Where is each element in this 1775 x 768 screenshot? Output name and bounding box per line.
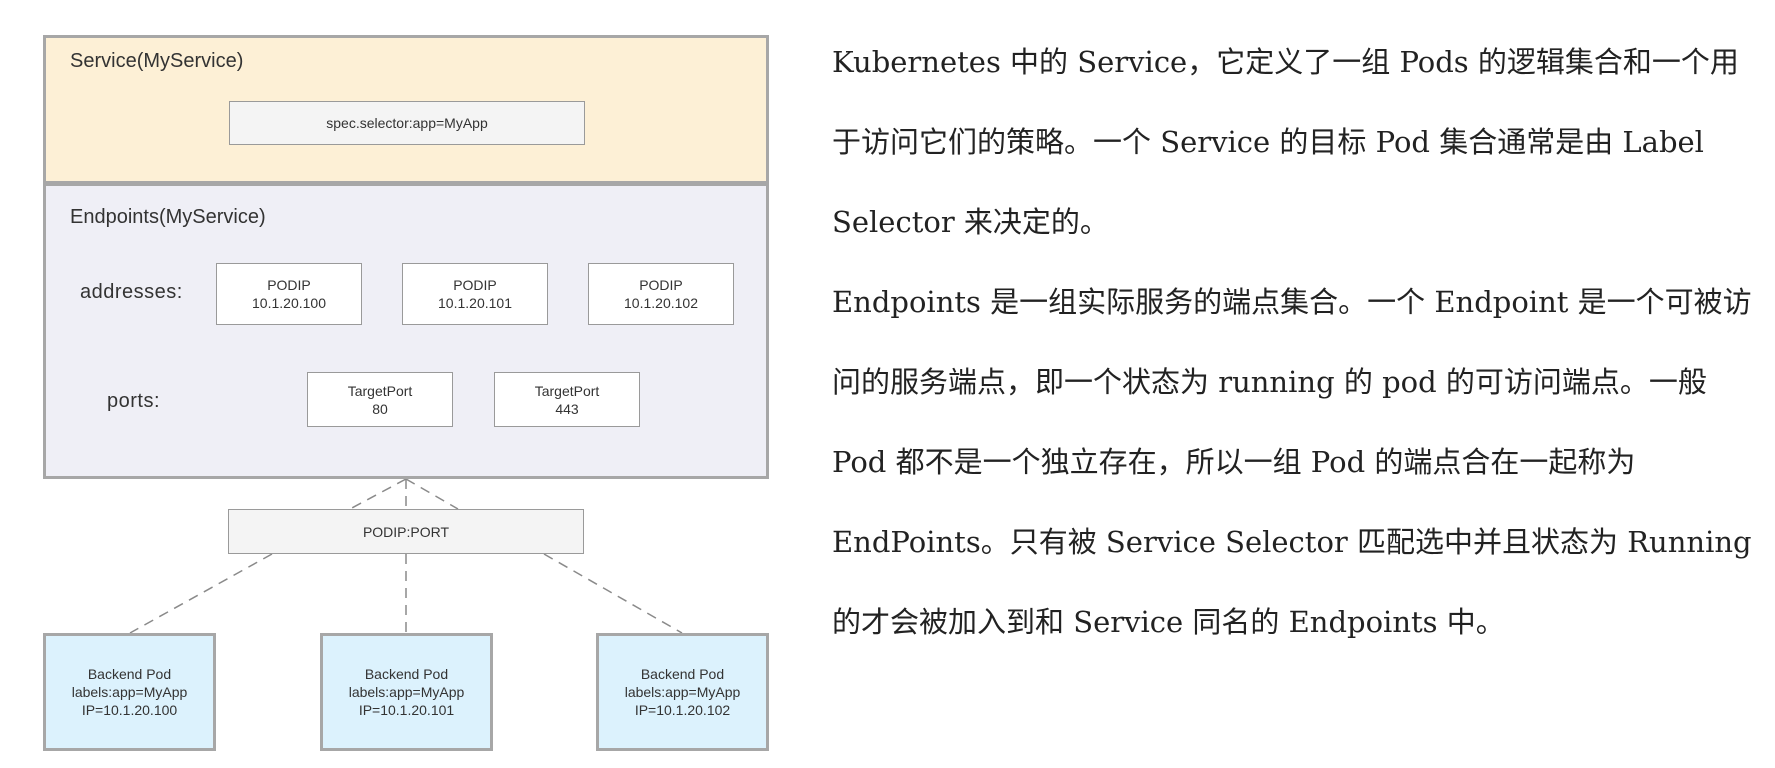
pod-name: Backend Pod <box>87 666 172 682</box>
service-title: Service(MyService) <box>70 50 244 72</box>
port-number: 80 <box>372 400 388 417</box>
podip-port-box: PODIP:PORT <box>228 509 584 554</box>
pod-name: Backend Pod <box>364 666 449 682</box>
description-paragraph-service: Kubernetes 中的 Service，它定义了一组 Pods 的逻辑集合和… <box>832 45 1739 239</box>
address-cell: PODIP 10.1.20.100 <box>216 263 362 325</box>
connector-pod-3 <box>543 553 683 634</box>
connector-pod-1 <box>129 553 273 634</box>
service-endpoints-diagram: Service(MyService) spec.selector:app=MyA… <box>0 0 800 768</box>
port-kind: TargetPort <box>347 382 413 399</box>
connector-lines <box>129 478 683 634</box>
backend-pod: Backend Pod labels:app=MyApp IP=10.1.20.… <box>320 633 493 751</box>
address-kind: PODIP <box>639 277 683 293</box>
address-cell: PODIP 10.1.20.102 <box>588 263 734 325</box>
panel-divider <box>43 181 769 184</box>
ports-label: ports: <box>107 390 161 412</box>
connector-endpoints-right <box>405 478 459 510</box>
pod-labels: labels:app=MyApp <box>71 684 188 700</box>
pod-ip: IP=10.1.20.102 <box>634 702 731 718</box>
port-number: 443 <box>555 400 579 417</box>
backend-pod: Backend Pod labels:app=MyApp IP=10.1.20.… <box>596 633 769 751</box>
backend-pod: Backend Pod labels:app=MyApp IP=10.1.20.… <box>43 633 216 751</box>
port-cell: TargetPort 80 <box>307 372 453 427</box>
port-cell: TargetPort 443 <box>494 372 640 427</box>
pod-ip: IP=10.1.20.100 <box>81 702 178 718</box>
address-kind: PODIP <box>453 277 497 293</box>
address-kind: PODIP <box>267 277 311 293</box>
pod-ip: IP=10.1.20.101 <box>358 702 455 718</box>
addresses-label: addresses: <box>80 281 183 303</box>
description-paragraph-endpoints: Endpoints 是一组实际服务的端点集合。一个 Endpoint 是一个可被… <box>832 285 1752 639</box>
pod-labels: labels:app=MyApp <box>348 684 465 700</box>
port-kind: TargetPort <box>534 382 600 399</box>
pod-labels: labels:app=MyApp <box>624 684 741 700</box>
endpoints-panel: Endpoints(MyService) addresses: ports: P… <box>43 183 769 479</box>
description-text: Kubernetes 中的 Service，它定义了一组 Pods 的逻辑集合和… <box>832 22 1760 662</box>
address-ip: 10.1.20.100 <box>252 295 326 311</box>
service-panel: Service(MyService) spec.selector:app=MyA… <box>43 35 769 183</box>
address-cell: PODIP 10.1.20.101 <box>402 263 548 325</box>
address-ip: 10.1.20.101 <box>438 295 512 311</box>
endpoints-title: Endpoints(MyService) <box>70 206 266 228</box>
pod-name: Backend Pod <box>640 666 725 682</box>
address-ip: 10.1.20.102 <box>624 295 698 311</box>
connector-endpoints-left <box>349 478 407 510</box>
selector-box: spec.selector:app=MyApp <box>229 101 585 145</box>
